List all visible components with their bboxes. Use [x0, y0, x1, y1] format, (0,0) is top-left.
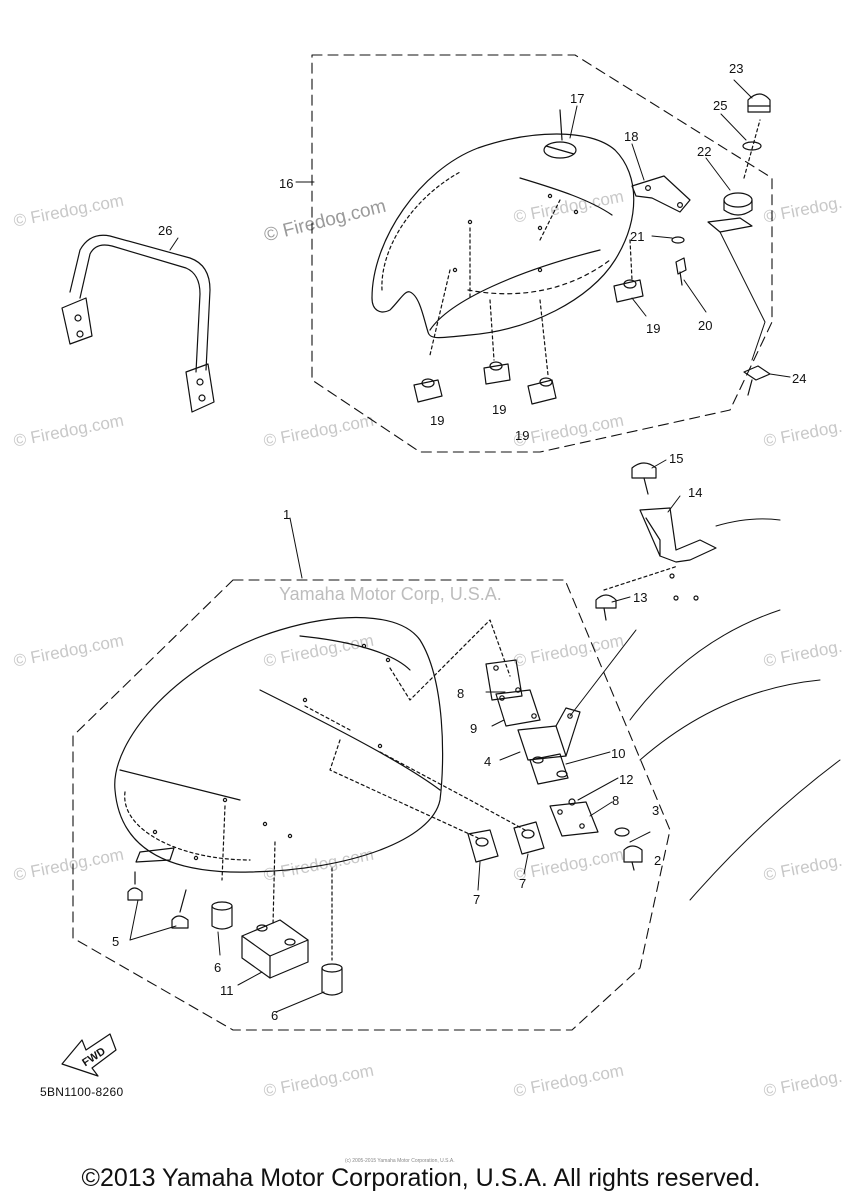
part-number-7: 7: [473, 892, 480, 907]
part-number-19: 19: [515, 428, 529, 443]
bolt-5-left: [127, 871, 143, 901]
part-number-15: 15: [669, 451, 683, 466]
part-number-4: 4: [484, 754, 491, 769]
part-number-13: 13: [633, 590, 647, 605]
group-outline-rider-seat: [72, 579, 671, 1031]
part-number-19: 19: [430, 413, 444, 428]
part-number-24: 24: [792, 371, 806, 386]
group-outline-passenger-seat: [311, 54, 773, 453]
nut-7-right: [513, 821, 545, 855]
washer-25: [742, 141, 762, 151]
part-number-8: 8: [612, 793, 619, 808]
bolt-13: [595, 594, 617, 621]
part-number-6: 6: [271, 1008, 278, 1023]
part-number-8: 8: [457, 686, 464, 701]
block-11: [241, 919, 309, 979]
damper-6-lower: [321, 963, 343, 996]
part-number-20: 20: [698, 318, 712, 333]
part-number-21: 21: [630, 229, 644, 244]
bolt-2: [623, 845, 643, 871]
plate-4: [517, 725, 567, 761]
nut-19-mid: [483, 361, 511, 385]
part-number-9: 9: [470, 721, 477, 736]
part-number-6: 6: [214, 960, 221, 975]
damper-6-upper: [211, 901, 233, 930]
nut-19-far: [613, 279, 644, 303]
part-number-10: 10: [611, 746, 625, 761]
part-number-5: 5: [112, 934, 119, 949]
part-number-2: 2: [654, 853, 661, 868]
nut-19-left: [413, 378, 443, 403]
bolt-5-right: [171, 889, 189, 929]
fwd-arrow: FWD: [61, 1033, 117, 1077]
part-number-12: 12: [619, 772, 633, 787]
part-number-22: 22: [697, 144, 711, 159]
part-number-23: 23: [729, 61, 743, 76]
part-number-17: 17: [570, 91, 584, 106]
passenger-seat-part: [371, 109, 635, 376]
part-number-3: 3: [652, 803, 659, 818]
part-number-7: 7: [519, 876, 526, 891]
washer-3: [614, 827, 630, 837]
diagram-code: 5BN1100-8260: [40, 1085, 124, 1099]
nut-7-left: [467, 829, 499, 863]
micro-notice: (c) 2005-2015 Yamaha Motor Corporation, …: [345, 1158, 455, 1164]
grab-bar-26: [61, 234, 215, 413]
bolt-20: [675, 257, 687, 286]
collar-12: [568, 798, 576, 806]
rider-seat-part: [114, 616, 526, 961]
damper-22: [723, 192, 753, 216]
part-number-26: 26: [158, 223, 172, 238]
bolt-15: [631, 462, 657, 495]
part-number-1: 1: [283, 507, 290, 522]
part-number-14: 14: [688, 485, 702, 500]
washer-21: [671, 236, 685, 244]
plate-9: [495, 689, 541, 727]
part-number-18: 18: [624, 129, 638, 144]
bracket-14: [639, 507, 717, 601]
plate-8-lower: [549, 801, 599, 837]
watermark-yamaha: Yamaha Motor Corp, U.S.A.: [279, 584, 502, 604]
plate-22: [707, 217, 753, 233]
plate-8-upper: [485, 659, 523, 701]
part-number-19: 19: [492, 402, 506, 417]
part-number-16: 16: [279, 176, 293, 191]
bracket-18: [631, 175, 691, 213]
bracket-10: [529, 753, 569, 785]
part-number-11: 11: [220, 983, 234, 998]
spacer-plate: [135, 847, 175, 863]
part-number-25: 25: [713, 98, 727, 113]
copyright-notice: ©2013 Yamaha Motor Corporation, U.S.A. A…: [81, 1164, 761, 1192]
nut-19-right: [527, 377, 557, 405]
nut-24: [743, 365, 771, 396]
part-number-19: 19: [646, 321, 660, 336]
